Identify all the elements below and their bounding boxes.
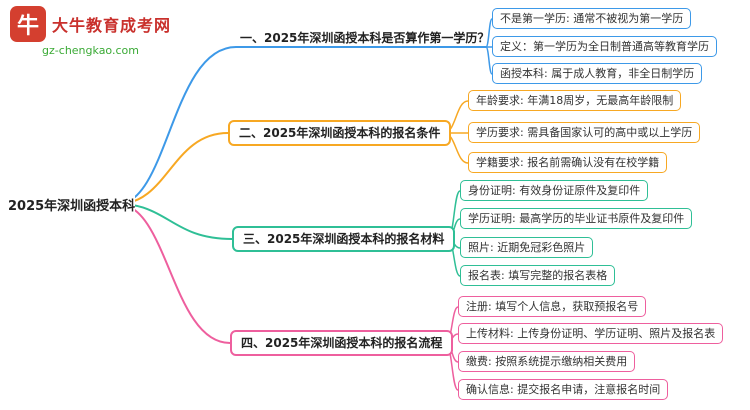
leaf-node[interactable]: 学历证明: 最高学历的毕业证书原件及复印件: [460, 208, 693, 229]
branch-4-link: [117, 203, 231, 344]
leaf-node[interactable]: 不是第一学历: 通常不被视为第一学历: [492, 8, 692, 29]
branch-1-label[interactable]: 一、2025年深圳函授本科是否算作第一学历？: [240, 31, 490, 45]
brand-name: 大牛教育成考网: [52, 16, 172, 35]
leaf-node[interactable]: 缴费: 按照系统提示缴纳相关费用: [458, 351, 636, 372]
leaf-node[interactable]: 身份证明: 有效身份证原件及复印件: [460, 180, 649, 201]
leaf-node[interactable]: 定义：第一学历为全日制普通高等教育学历: [492, 36, 717, 57]
branch-1-link: [117, 46, 237, 205]
bull-icon: 牛: [10, 6, 46, 42]
leaf-node[interactable]: 学籍要求: 报名前需确认没有在校学籍: [468, 152, 668, 173]
leaf-node[interactable]: 报名表: 填写完整的报名表格: [460, 265, 616, 286]
branch-3-label[interactable]: 三、2025年深圳函授本科的报名材料: [232, 226, 456, 252]
brand-logo[interactable]: 牛 大牛教育成考网 gz-chengkao.com: [10, 6, 171, 57]
branch-2-link: [117, 132, 229, 205]
leaf-node[interactable]: 函授本科: 属于成人教育，非全日制学历: [492, 63, 703, 84]
branch-1-child-3-link: [485, 46, 493, 75]
leaf-node[interactable]: 注册: 填写个人信息，获取预报名号: [458, 296, 647, 317]
root-node[interactable]: 2025年深圳函授本科: [8, 195, 136, 214]
branch-2-label[interactable]: 二、2025年深圳函授本科的报名条件: [228, 120, 452, 146]
leaf-node[interactable]: 确认信息: 提交报名申请，注意报名时间: [458, 379, 669, 400]
brand-domain: gz-chengkao.com: [42, 44, 139, 57]
leaf-node[interactable]: 学历要求: 需具备国家认可的高中或以上学历: [468, 122, 701, 143]
leaf-node[interactable]: 年龄要求: 年满18周岁，无最高年龄限制: [468, 90, 682, 111]
branch-1-child-1-link: [485, 18, 493, 48]
leaf-node[interactable]: 照片: 近期免冠彩色照片: [460, 237, 594, 258]
leaf-node[interactable]: 上传材料: 上传身份证明、学历证明、照片及报名表: [458, 323, 724, 344]
branch-4-label[interactable]: 四、2025年深圳函授本科的报名流程: [230, 330, 454, 356]
